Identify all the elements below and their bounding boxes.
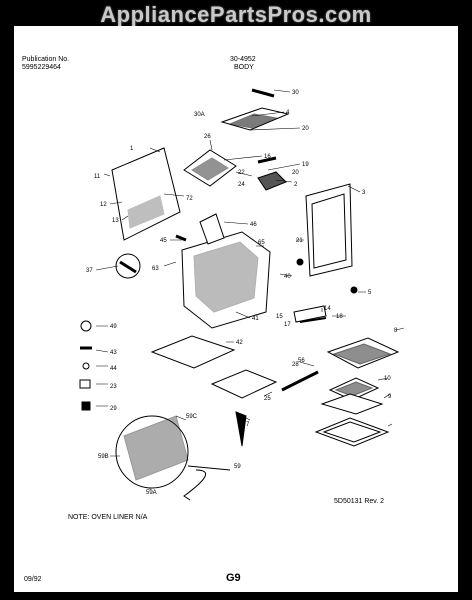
- callout-25: 25: [264, 396, 271, 402]
- callout-3: 3: [362, 190, 366, 196]
- callout-59: 59: [234, 464, 241, 470]
- callout-56: 56: [298, 358, 305, 364]
- callout-30a: 30A: [194, 112, 205, 118]
- watermark: AppliancePartsPros.com: [100, 2, 372, 27]
- callout-14: 14: [324, 306, 331, 312]
- part-25-broiler-panel: [210, 369, 278, 399]
- callout-29: 29: [110, 406, 117, 412]
- part-30-rail: [251, 88, 275, 98]
- part-2-burner: [257, 171, 287, 191]
- callout-28: 28: [292, 362, 299, 368]
- publication-label: Publication No.: [22, 56, 70, 63]
- callout-43: 43: [110, 350, 117, 356]
- callout-30: 30: [292, 90, 299, 96]
- callout-65: 65: [258, 240, 265, 246]
- callout-7: 7: [246, 422, 250, 428]
- callout-4: 4: [286, 110, 290, 116]
- part-29-icon: [81, 401, 91, 411]
- callout-42: 42: [236, 340, 243, 346]
- callout-20-top: 20: [302, 126, 309, 132]
- callout-23: 23: [110, 384, 117, 390]
- part-6-pan-insert: [314, 417, 390, 447]
- callout-21: 21: [296, 238, 303, 244]
- callout-10: 10: [384, 376, 391, 382]
- publication-number: 5995229464: [22, 64, 61, 71]
- callout-22: 22: [238, 170, 245, 176]
- part-23-icon: [79, 379, 91, 389]
- part-44-icon: [82, 362, 90, 370]
- date-code: 09/92: [24, 576, 42, 583]
- callout-16: 16: [264, 154, 271, 160]
- callout-59c: 59C: [186, 414, 198, 420]
- callout-8: 8: [394, 328, 398, 334]
- callout-26: 26: [204, 134, 211, 140]
- callout-18: 18: [336, 314, 343, 320]
- model-number: 30-4952: [230, 56, 256, 63]
- callout-17: 17: [284, 322, 291, 328]
- callout-63: 63: [152, 266, 159, 272]
- part-9-broiler-pan: [320, 393, 384, 415]
- part-3-rear-panel: [305, 183, 353, 277]
- callout-24: 24: [238, 182, 245, 188]
- part-56-element: [281, 370, 319, 392]
- callout-45: 45: [160, 238, 167, 244]
- part-7-bracket: [235, 411, 247, 447]
- part-14-bracket: [293, 305, 327, 323]
- callout-13: 13: [112, 218, 119, 224]
- insulation-detail-circle: [115, 415, 189, 489]
- callout-9: 9: [388, 394, 392, 400]
- callout-1: 1: [130, 146, 134, 152]
- callout-5: 5: [368, 290, 372, 296]
- section-title: BODY: [234, 64, 254, 71]
- callout-15: 15: [276, 314, 283, 320]
- callout-46: 46: [250, 222, 257, 228]
- callout-37: 37: [86, 268, 93, 274]
- callout-2: 2: [294, 182, 298, 188]
- callout-72: 72: [186, 196, 193, 202]
- callout-11: 11: [94, 174, 101, 180]
- callout-41: 41: [252, 316, 259, 322]
- part-45-spring: [175, 234, 187, 242]
- oven-liner-note: NOTE: OVEN LINER N/A: [68, 514, 148, 521]
- revision-code: 5D50131 Rev. 2: [334, 498, 385, 505]
- page-number: G9: [226, 572, 241, 584]
- callout-59b: 59B: [98, 454, 109, 460]
- callout-49: 49: [110, 324, 117, 330]
- callout-44: 44: [110, 366, 117, 372]
- callout-59a: 59A: [146, 490, 157, 496]
- part-24-burner-box: [183, 149, 237, 187]
- part-42-bottom-panel: [150, 335, 236, 369]
- part-1-side-panel: [111, 147, 181, 241]
- callout-12: 12: [100, 202, 107, 208]
- part-65-vent: [199, 213, 225, 245]
- part-49-icon: [80, 320, 92, 332]
- callout-40: 40: [284, 274, 291, 280]
- callout-20-mid: 20: [292, 170, 299, 176]
- oven-body: [181, 231, 271, 329]
- callout-19: 19: [302, 162, 309, 168]
